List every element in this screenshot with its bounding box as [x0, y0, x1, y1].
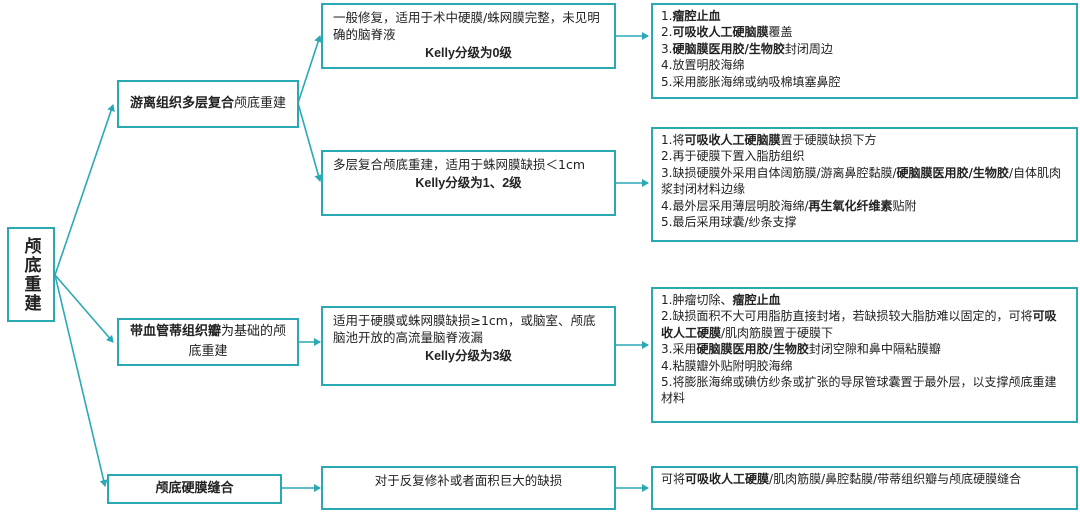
method-item: 1.将可吸收人工硬脑膜置于硬膜缺损下方: [661, 133, 877, 147]
root-label: 颅底重建: [20, 236, 41, 313]
method-list-kelly3: 1.肿瘤切除、瘤腔止血 2.缺损面积不大可用脂肪直接封堵，若缺损较大脂肪难以固定的…: [651, 287, 1078, 423]
arrow-root-to-cat2: [54, 274, 114, 343]
method-item: 1.肿瘤切除、瘤腔止血: [661, 293, 781, 307]
condition-box-kelly3: 适用于硬膜或蛛网膜缺损≥1cm，或脑室、颅底脑池开放的高流量脑脊液漏 Kelly…: [321, 306, 616, 386]
method-item: 4.粘膜瓣外贴附明胶海绵: [661, 358, 793, 373]
condition-text: 适用于硬膜或蛛网膜缺损≥1cm，或脑室、颅底脑池开放的高流量脑脊液漏: [333, 313, 596, 345]
method-item: 3.采用硬脑膜医用胶/生物胶封闭空隙和鼻中隔粘膜瓣: [661, 342, 941, 357]
arrow-cat1-to-cond2: [297, 102, 323, 182]
method-item: 2.再于硬膜下置入脂肪组织: [661, 149, 805, 164]
condition-box-kelly0: 一般修复，适用于术中硬膜/蛛网膜完整，未见明确的脑脊液 Kelly分级为0级: [321, 3, 616, 69]
method-item: 5.将膨胀海绵或碘仿纱条或扩张的导尿管球囊置于最外层，以支撑颅底重建材料: [661, 375, 1057, 406]
method-item: 2.可吸收人工硬脑膜覆盖: [661, 25, 793, 40]
category-label: 颅底硬膜缝合: [155, 481, 234, 496]
category-label: 游离组织多层复合颅底重建: [129, 96, 287, 111]
arrow-root-to-cat3: [54, 274, 108, 487]
category-vascular-flap: 带血管蒂组织瓣为基础的颅底重建: [117, 318, 299, 366]
method-item: 4.最外层采用薄层明胶海绵/再生氧化纤维素贴附: [661, 198, 917, 213]
condition-text: 多层复合颅底重建，适用于蛛网膜缺损＜1cm: [333, 157, 586, 172]
root-node: 颅底重建: [7, 227, 55, 322]
category-label: 带血管蒂组织瓣为基础的颅底重建: [129, 324, 287, 359]
arrow-cat1-to-cond1: [297, 35, 322, 104]
condition-box-repeat-repair: 对于反复修补或者面积巨大的缺损: [321, 466, 616, 510]
method-list-dura-suture: 可将可吸收人工硬膜/肌肉筋膜/鼻腔黏膜/带蒂组织瓣与颅底硬膜缝合: [651, 466, 1078, 510]
condition-text: 一般修复，适用于术中硬膜/蛛网膜完整，未见明确的脑脊液: [333, 10, 600, 42]
method-item: 1.瘤腔止血: [661, 9, 721, 23]
method-item: 3.缺损硬膜外采用自体阔筋膜/游离鼻腔黏膜/硬脑膜医用胶/生物胶/自体肌肉浆封闭…: [661, 165, 1061, 197]
method-item: 3.硬脑膜医用胶/生物胶封闭周边: [661, 41, 833, 56]
method-item: 2.缺损面积不大可用脂肪直接封堵，若缺损较大脂肪难以固定的，可将可吸收人工硬膜/…: [661, 309, 1057, 340]
category-dura-suture: 颅底硬膜缝合: [107, 474, 282, 504]
kelly-grade: Kelly分级为3级: [425, 349, 512, 363]
condition-text: 对于反复修补或者面积巨大的缺损: [374, 473, 563, 488]
method-item: 5.最后采用球囊/纱条支撑: [661, 215, 797, 230]
condition-box-kelly12: 多层复合颅底重建，适用于蛛网膜缺损＜1cm Kelly分级为1、2级: [321, 150, 616, 216]
category-free-tissue: 游离组织多层复合颅底重建: [117, 80, 299, 128]
method-item: 5.采用膨胀海绵或纳吸棉填塞鼻腔: [661, 74, 841, 89]
method-item: 可将可吸收人工硬膜/肌肉筋膜/鼻腔黏膜/带蒂组织瓣与颅底硬膜缝合: [661, 472, 1022, 486]
kelly-grade: Kelly分级为0级: [425, 46, 512, 60]
kelly-grade: Kelly分级为1、2级: [415, 176, 522, 190]
arrow-root-to-cat1: [54, 104, 115, 276]
method-item: 4.放置明胶海绵: [661, 58, 745, 73]
